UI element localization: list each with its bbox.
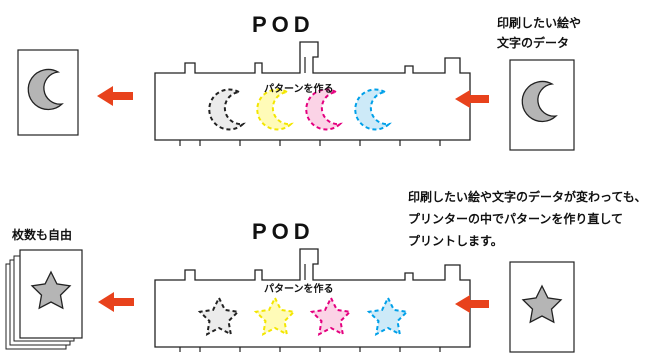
printer-machine-top bbox=[154, 41, 471, 146]
explanation-line1: 印刷したい絵や文字のデータが変わっても、 bbox=[408, 190, 647, 204]
pod-title-top: POD bbox=[252, 12, 315, 37]
input-caption-top-line1: 印刷したい絵や bbox=[497, 16, 582, 30]
machine-caption-bottom: パターンを作る bbox=[264, 284, 334, 295]
input-sheet-top bbox=[509, 59, 575, 151]
arrow-left-icon bbox=[98, 292, 134, 312]
machine-caption-top: パターンを作る bbox=[264, 84, 334, 95]
printer-machine-bottom bbox=[154, 248, 471, 352]
output-sheet-top bbox=[17, 49, 79, 136]
explanation-line3: プリントします。 bbox=[408, 234, 503, 248]
input-sheet-bottom bbox=[509, 261, 575, 353]
explanation-line2: プリンターの中でパターンを作り直して bbox=[408, 212, 624, 226]
arrow-left-icon bbox=[455, 90, 489, 108]
arrow-left-icon bbox=[455, 295, 489, 313]
input-caption-top-line2: 文字のデータ bbox=[497, 36, 570, 50]
arrow-left-icon bbox=[97, 86, 133, 106]
pod-title-bottom: POD bbox=[252, 219, 315, 244]
output-sheet-stack-bottom bbox=[5, 249, 83, 350]
output-caption-bottom: 枚数も自由 bbox=[12, 228, 73, 242]
